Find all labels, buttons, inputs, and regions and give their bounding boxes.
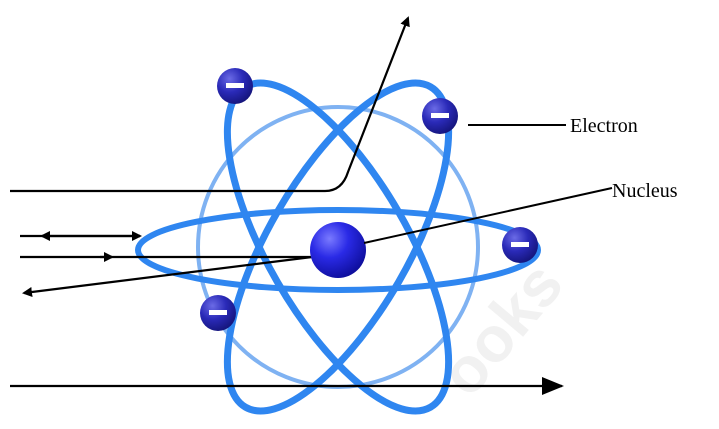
electron-left	[200, 295, 236, 331]
electron-label: Electron	[570, 115, 638, 137]
minus-sign-icon	[511, 242, 529, 247]
orbit-tilted-right	[223, 79, 453, 415]
minus-sign-icon	[209, 310, 227, 315]
leader-lines	[363, 124, 613, 244]
minus-sign-icon	[431, 113, 449, 118]
electron-top-right	[422, 98, 458, 134]
scattered-back-path	[22, 254, 321, 297]
orbit-horizontal	[135, 207, 541, 293]
minus-sign-icon	[226, 83, 244, 88]
electrons	[200, 68, 538, 331]
nucleus-label: Nucleus	[612, 180, 678, 202]
electron-top-left	[217, 68, 253, 104]
nucleus-leader-line	[363, 187, 613, 244]
nucleus	[310, 222, 366, 278]
particle-paths	[10, 16, 564, 395]
electron-right	[502, 227, 538, 263]
deflected-path-up	[10, 16, 410, 193]
